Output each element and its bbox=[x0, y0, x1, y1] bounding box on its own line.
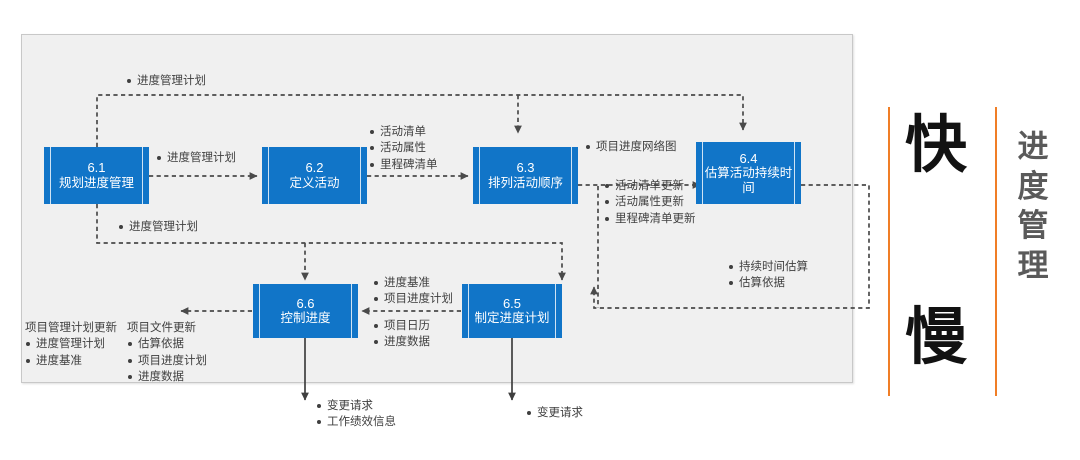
annotation-item: 里程碑清单 bbox=[369, 157, 438, 173]
process-number: 6.4 bbox=[739, 150, 758, 166]
process-box-6-1[interactable]: 6.1 规划进度管理 bbox=[44, 147, 149, 204]
process-name: 控制进度 bbox=[280, 311, 331, 326]
annotation-6-5-outputs: 变更请求 bbox=[526, 405, 583, 421]
annotation-mid-feedback: 进度管理计划 bbox=[118, 219, 198, 235]
process-name: 估算活动持续时间 bbox=[704, 165, 793, 195]
annotation-6-3-updates: 活动清单更新 活动属性更新 里程碑清单更新 bbox=[604, 178, 696, 227]
process-box-6-4[interactable]: 6.4 估算活动持续时间 bbox=[696, 142, 801, 204]
process-box-6-5[interactable]: 6.5 制定进度计划 bbox=[462, 284, 562, 338]
annotation-item: 进度管理计划 bbox=[126, 73, 206, 89]
accent-rule-left bbox=[888, 107, 891, 396]
annotation-header: 项目文件更新 bbox=[127, 322, 196, 334]
banner-char-fast: 快 bbox=[905, 108, 968, 181]
annotation-item: 项目进度网络图 bbox=[585, 139, 677, 155]
annotation-header: 项目管理计划更新 bbox=[25, 322, 117, 334]
process-number: 6.6 bbox=[296, 295, 315, 311]
banner-char-slow: 慢 bbox=[905, 300, 968, 373]
annotation-item: 活动清单更新 bbox=[604, 178, 696, 194]
annotation-item: 变更请求 bbox=[316, 398, 396, 414]
process-name: 定义活动 bbox=[289, 175, 340, 190]
annotation-item: 进度数据 bbox=[127, 369, 207, 385]
annotation-item: 进度管理计划 bbox=[156, 150, 236, 166]
annotation-item: 项目进度计划 bbox=[373, 291, 453, 307]
annotation-6-5-to-6-6-bottom: 项目日历 进度数据 bbox=[373, 318, 430, 351]
annotation-item: 活动清单 bbox=[369, 124, 438, 140]
process-name: 排列活动顺序 bbox=[487, 175, 563, 190]
process-number: 6.2 bbox=[305, 160, 324, 176]
annotation-item: 进度基准 bbox=[25, 353, 117, 369]
annotation-6-3-to-6-4: 项目进度网络图 bbox=[585, 139, 677, 155]
annotation-item: 估算依据 bbox=[728, 275, 808, 291]
annotation-6-1-to-6-2: 进度管理计划 bbox=[156, 150, 236, 166]
annotation-item: 进度管理计划 bbox=[118, 219, 198, 235]
annotation-item: 活动属性更新 bbox=[604, 194, 696, 210]
annotation-item: 活动属性 bbox=[369, 140, 438, 156]
annotation-item: 估算依据 bbox=[127, 336, 207, 352]
annotation-6-2-to-6-3: 活动清单 活动属性 里程碑清单 bbox=[369, 124, 438, 173]
annotation-item: 持续时间估算 bbox=[728, 259, 808, 275]
annotation-6-6-outputs: 变更请求 工作绩效信息 bbox=[316, 398, 396, 431]
process-box-6-6[interactable]: 6.6 控制进度 bbox=[253, 284, 358, 338]
annotation-item: 进度管理计划 bbox=[25, 336, 117, 352]
annotation-item: 工作绩效信息 bbox=[316, 414, 396, 430]
process-box-6-3[interactable]: 6.3 排列活动顺序 bbox=[473, 147, 578, 204]
annotation-item: 项目进度计划 bbox=[127, 353, 207, 369]
process-name: 制定进度计划 bbox=[474, 311, 550, 326]
banner-side-label: 进度管理 bbox=[1017, 129, 1049, 285]
process-name: 规划进度管理 bbox=[58, 175, 134, 190]
annotation-6-5-to-6-6-top: 进度基准 项目进度计划 bbox=[373, 275, 453, 308]
annotation-document-updates: 项目文件更新 估算依据 项目进度计划 进度数据 bbox=[127, 320, 207, 385]
annotation-pm-plan-updates: 项目管理计划更新 进度管理计划 进度基准 bbox=[25, 320, 117, 369]
process-number: 6.5 bbox=[502, 295, 522, 311]
process-box-6-2[interactable]: 6.2 定义活动 bbox=[262, 147, 367, 204]
annotation-item: 进度数据 bbox=[373, 334, 430, 350]
process-number: 6.3 bbox=[516, 160, 535, 176]
annotation-top-feedback: 进度管理计划 bbox=[126, 73, 206, 89]
annotation-item: 变更请求 bbox=[526, 405, 583, 421]
annotation-6-4-outputs: 持续时间估算 估算依据 bbox=[728, 259, 808, 292]
annotation-item: 里程碑清单更新 bbox=[604, 211, 696, 227]
annotation-item: 项目日历 bbox=[373, 318, 430, 334]
process-number: 6.1 bbox=[87, 160, 106, 176]
accent-rule-right bbox=[995, 107, 998, 396]
annotation-item: 进度基准 bbox=[373, 275, 453, 291]
